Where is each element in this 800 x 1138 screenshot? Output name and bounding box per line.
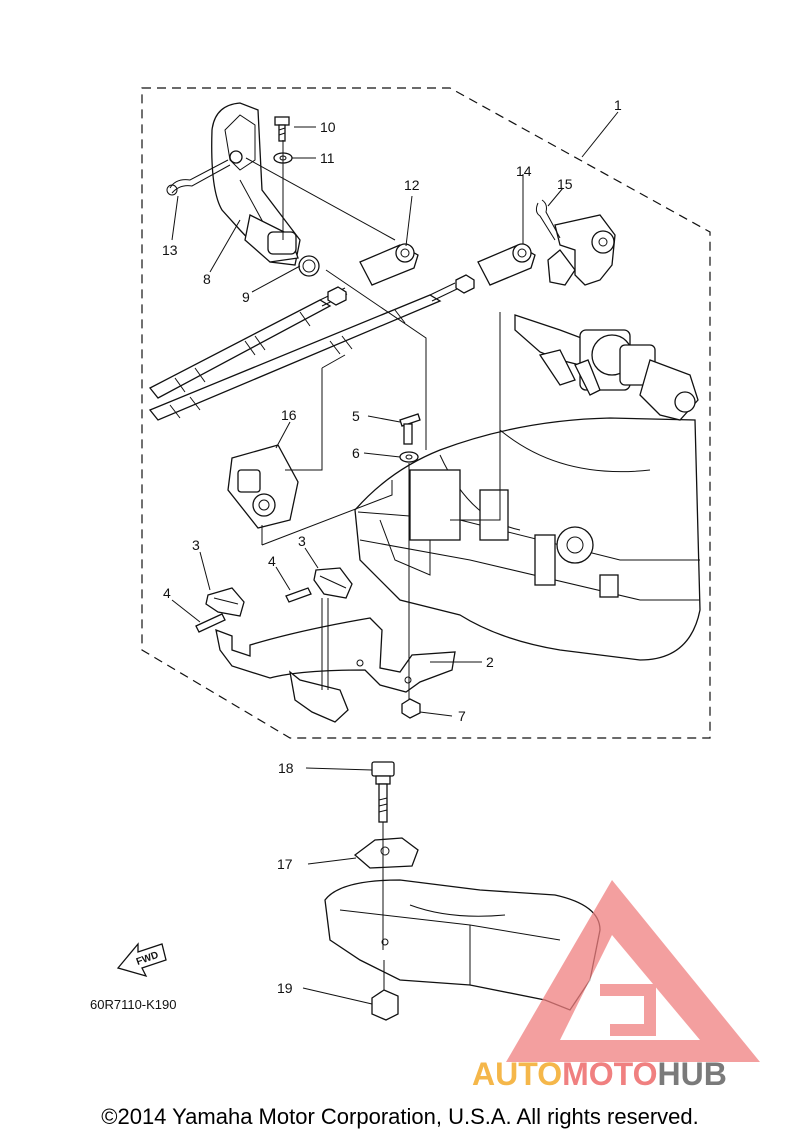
cable-clamp-3-right	[313, 567, 353, 599]
bottom-cowling	[354, 417, 701, 661]
bolt-10	[274, 116, 290, 142]
callout-12: 12	[404, 177, 420, 193]
callout-6: 6	[352, 445, 360, 461]
callout-3-left: 3	[192, 537, 200, 553]
callout-19: 19	[277, 980, 293, 996]
cable-nut-left	[327, 286, 347, 306]
callout-labels: 1 2 3 3 4 4 5 6 7 8 9 10 11 12 13 14 15 …	[162, 97, 622, 996]
leader-lines	[171, 111, 619, 1005]
callout-4-left: 4	[163, 585, 171, 601]
bracket-2	[215, 617, 456, 723]
fwd-arrow: FWD	[116, 942, 167, 978]
washer-6	[399, 451, 419, 463]
callout-13: 13	[162, 242, 178, 258]
callout-18: 18	[278, 760, 294, 776]
pin-4-right	[285, 587, 312, 603]
cable-end-14	[477, 243, 536, 286]
callout-10: 10	[320, 119, 336, 135]
shift-cable	[148, 282, 458, 421]
callout-16: 16	[281, 407, 297, 423]
shift-lever	[547, 214, 616, 286]
assembly-boundary	[141, 87, 711, 739]
cable-clamp-3-left	[205, 587, 245, 617]
watermark-auto: AUTO	[472, 1056, 563, 1092]
cable-grommet-16	[227, 444, 299, 529]
bolt-18	[371, 761, 395, 823]
throttle-lever	[211, 102, 301, 266]
watermark-text: AUTOMOTOHUB	[472, 1056, 727, 1093]
callout-3-right: 3	[298, 533, 306, 549]
pin-4-left	[195, 613, 226, 633]
bolt-5	[399, 413, 421, 445]
callout-2: 2	[486, 654, 494, 670]
diagram-code: 60R7110-K190	[90, 997, 177, 1012]
clip-15	[535, 199, 561, 241]
callout-7: 7	[458, 708, 466, 724]
shift-shaft-assembly	[514, 314, 699, 421]
callout-17: 17	[277, 856, 293, 872]
callout-15: 15	[557, 176, 573, 192]
callout-14: 14	[516, 163, 532, 179]
bracket-17	[353, 837, 419, 869]
nut-7	[401, 698, 421, 719]
callout-8: 8	[203, 271, 211, 287]
cable-nut-right	[455, 274, 475, 294]
callout-11: 11	[320, 150, 335, 166]
callout-5: 5	[352, 408, 360, 424]
nut-19	[371, 989, 399, 1021]
o-ring-9	[298, 255, 320, 277]
cotter-pin-13	[166, 159, 231, 196]
callout-4-right: 4	[268, 553, 276, 569]
copyright-notice: ©2014 Yamaha Motor Corporation, U.S.A. A…	[101, 1104, 699, 1129]
cable-end-12	[359, 243, 419, 286]
watermark-logo	[506, 880, 760, 1062]
watermark-hub: HUB	[657, 1056, 727, 1092]
callout-1: 1	[614, 97, 622, 113]
watermark-moto: MOTO	[562, 1056, 658, 1092]
callout-9: 9	[242, 289, 250, 305]
